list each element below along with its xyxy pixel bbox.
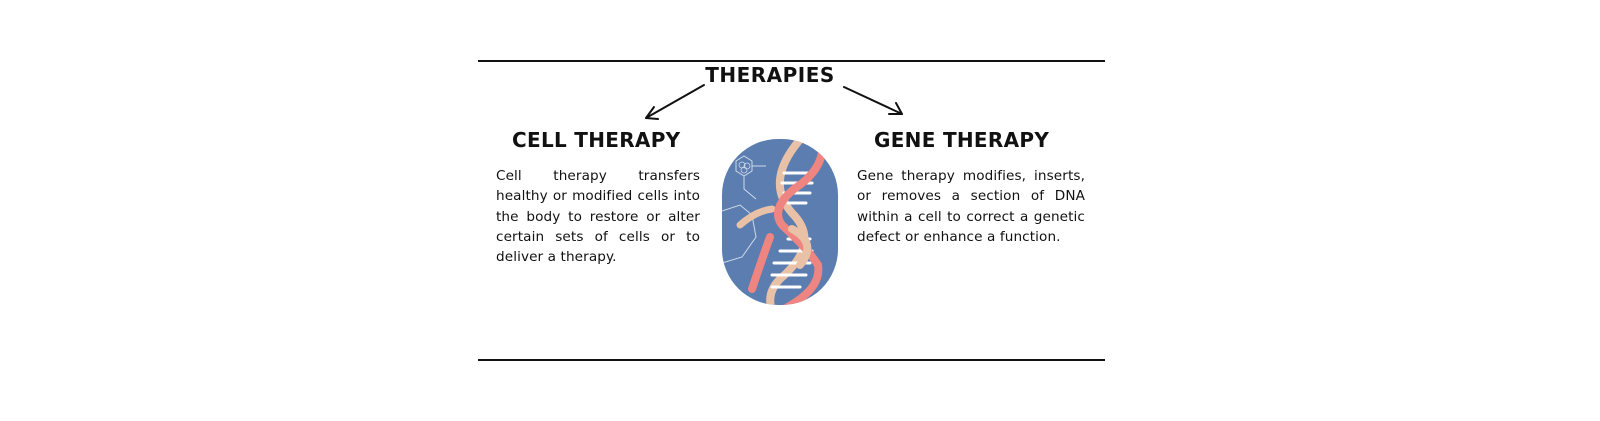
arrow-to-gene-therapy: [843, 86, 903, 115]
cell-therapy-description: Cell therapy transfers healthy or modifi…: [496, 168, 700, 266]
arrow-to-cell-therapy: [645, 84, 705, 120]
gene-therapy-description: Gene therapy modifies, inserts, or remov…: [857, 168, 1085, 245]
bottom-divider: [478, 359, 1105, 361]
dna-double-helix-icon: [722, 139, 838, 305]
top-divider: [478, 60, 1105, 62]
gene-therapy-heading: GENE THERAPY: [874, 128, 1050, 152]
cell-therapy-heading: CELL THERAPY: [512, 128, 681, 152]
diagram-title: THERAPIES: [705, 63, 835, 87]
